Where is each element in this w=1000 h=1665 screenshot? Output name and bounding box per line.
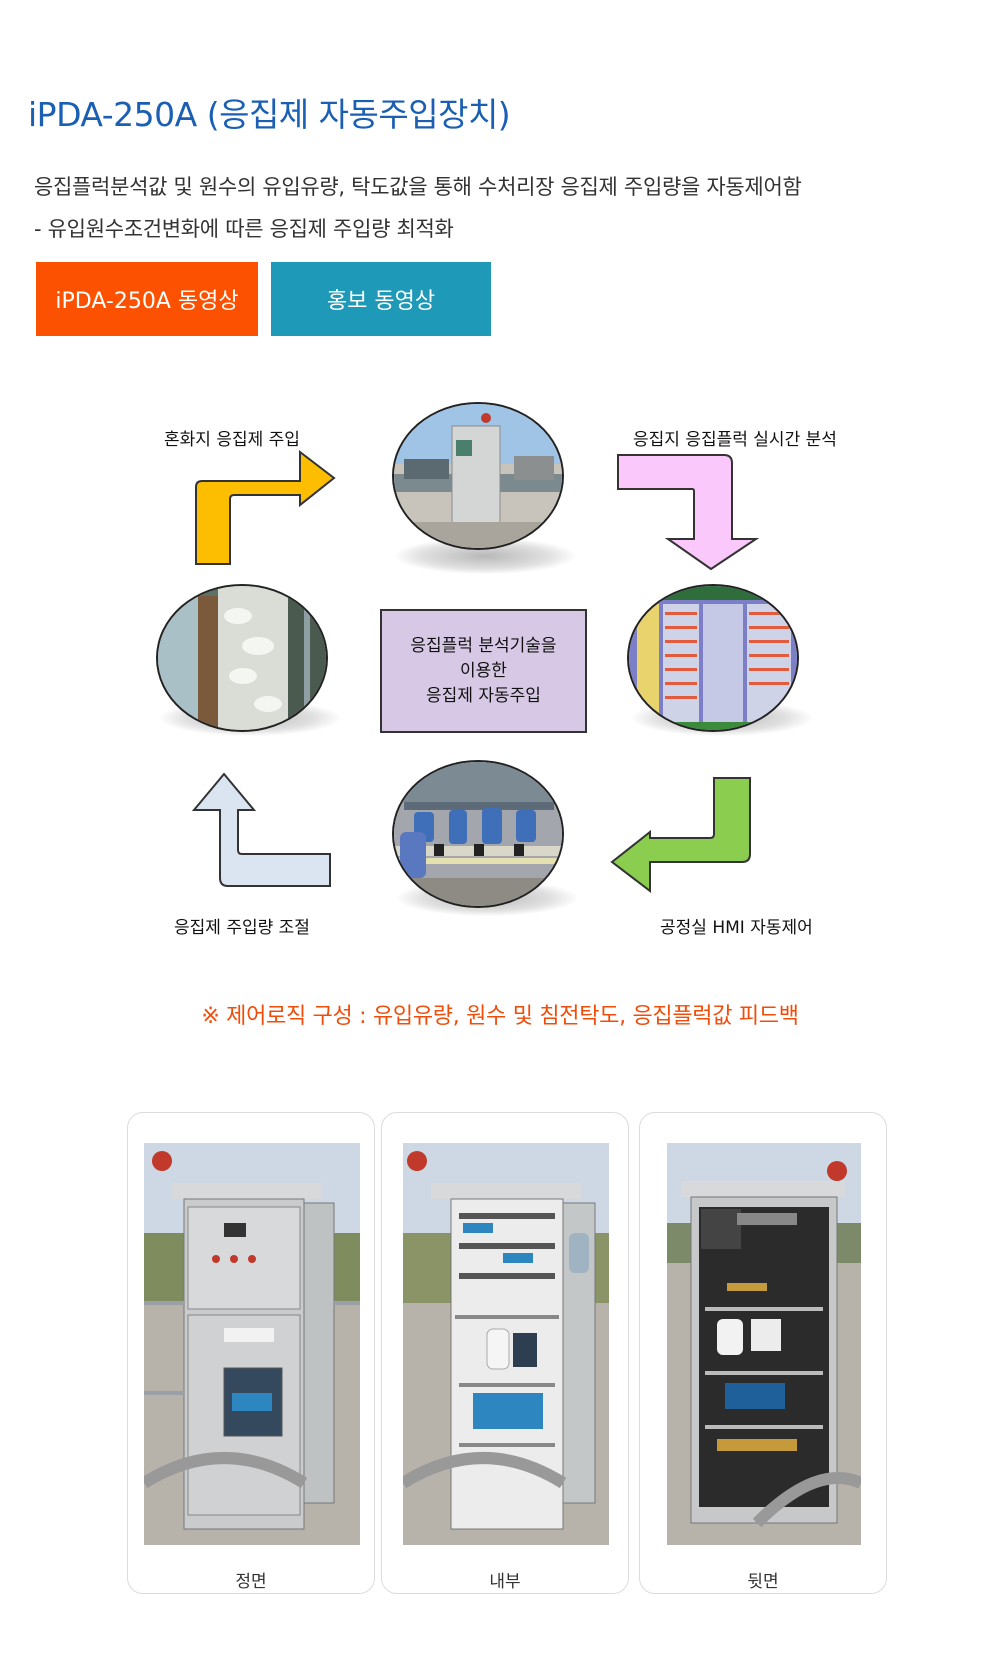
caption-back: 뒷면 — [747, 1572, 779, 1592]
photo-mixing-basin — [156, 584, 328, 732]
photo-back — [667, 1143, 861, 1545]
center-line-1: 응집플럭 분석기술을 — [410, 635, 557, 656]
caption-inside: 내부 — [489, 1572, 521, 1592]
photo-hmi-screen — [627, 584, 799, 732]
description-line-1: 응집플럭분석값 및 원수의 유입유량, 탁도값을 통해 수처리장 응집제 주입량… — [34, 175, 802, 199]
page-title: iPDA-250A (응집제 자동주입장치) — [28, 95, 511, 134]
center-line-3: 응집제 자동주입 — [426, 685, 541, 706]
photo-panel-outdoor — [392, 402, 564, 550]
label-hmi-control: 공정실 HMI 자동제어 — [660, 918, 813, 938]
photo-inside — [403, 1143, 609, 1545]
gallery-card-back: 뒷면 — [639, 1112, 887, 1594]
arrow-top-right-icon — [617, 454, 760, 571]
photo-pump-room — [392, 760, 564, 908]
arrow-bottom-right-icon — [610, 777, 751, 894]
control-logic-note: ※ 제어로직 구성 : 유입유량, 원수 및 침전탁도, 응집플럭값 피드백 — [201, 1004, 799, 1029]
label-mixing-injection: 혼화지 응집제 주입 — [164, 430, 300, 450]
description-line-2: - 유입원수조건변화에 따른 응집제 주입량 최적화 — [34, 217, 454, 241]
photo-front — [144, 1143, 360, 1545]
gallery-card-inside: 내부 — [381, 1112, 629, 1594]
ipda-video-button[interactable]: iPDA-250A 동영상 — [36, 262, 258, 336]
center-line-2: 이용한 — [460, 660, 507, 681]
label-realtime-analysis: 응집지 응집플럭 실시간 분석 — [633, 430, 837, 450]
gallery-card-front: 정면 — [127, 1112, 375, 1594]
arrow-top-left-icon — [195, 449, 336, 565]
center-concept-box: 응집플럭 분석기술을 이용한 응집제 자동주입 — [380, 609, 587, 733]
label-dosage-adjustment: 응집제 주입량 조절 — [174, 918, 310, 938]
arrow-bottom-left-icon — [191, 772, 331, 887]
promo-video-button[interactable]: 홍보 동영상 — [271, 262, 491, 336]
caption-front: 정면 — [235, 1572, 267, 1592]
